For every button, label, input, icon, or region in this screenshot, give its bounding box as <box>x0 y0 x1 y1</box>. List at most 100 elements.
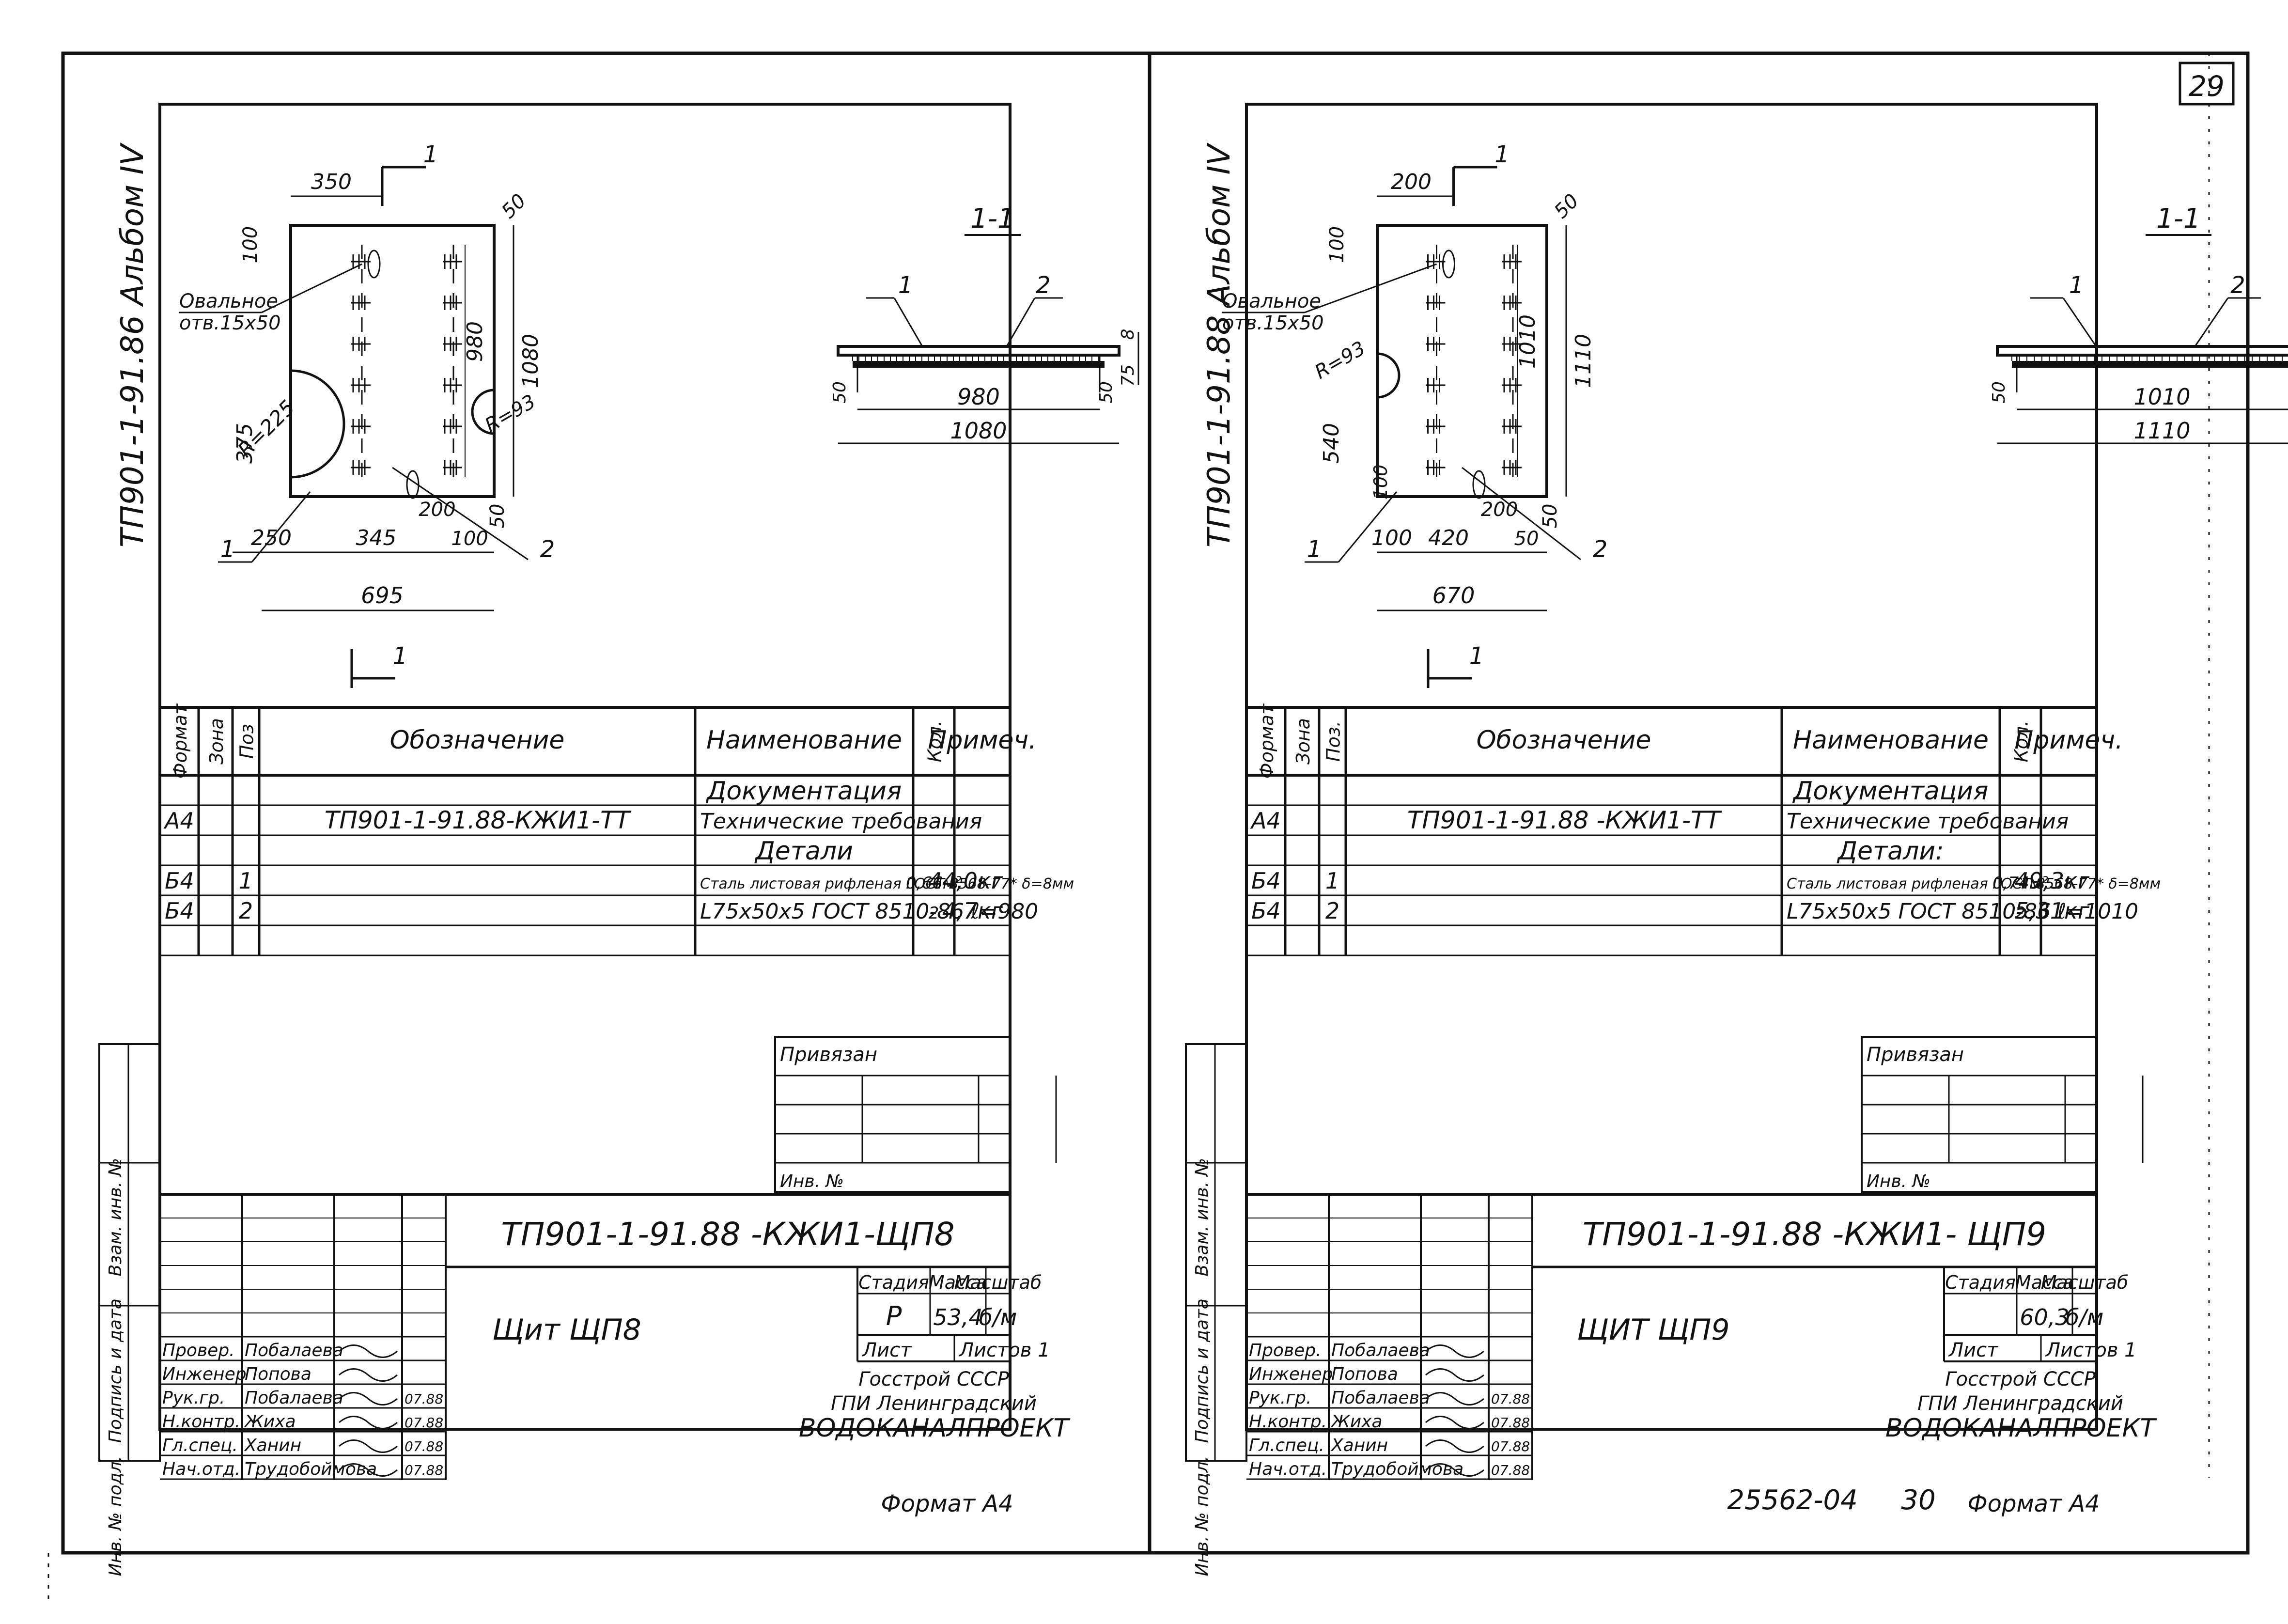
staff-date: 07.88 <box>405 1391 443 1407</box>
spec-header-2: Поз. <box>1323 721 1344 762</box>
spec-header-3: Обозначение <box>1477 726 1651 755</box>
sec-pos-2: 2 <box>2230 272 2245 299</box>
sec-thick: 8 <box>1118 329 1138 340</box>
dim-top-offset: 100 <box>239 226 262 263</box>
staff-name: Ханин <box>244 1436 301 1455</box>
staff-role: Гл.спец. <box>1249 1436 1324 1455</box>
spec-row-format: Б4 <box>1251 898 1281 924</box>
dim-top-width: 350 <box>311 170 352 194</box>
staff-role: Н.контр. <box>162 1412 240 1432</box>
hole-label-2: отв.15x50 <box>1222 312 1324 334</box>
inv-label: Инв. № <box>780 1171 844 1191</box>
staff-date: 07.88 <box>1491 1462 1530 1478</box>
dim-bottom-200: 200 <box>419 499 455 521</box>
org-line-1: Госстрой СССР <box>1945 1368 2096 1390</box>
staff-role: Рук.гр. <box>162 1388 225 1408</box>
privyazan-label: Привязан <box>1867 1044 1964 1066</box>
mass-label: Масса <box>929 1272 987 1293</box>
staff-name: Попова <box>1331 1364 1398 1384</box>
inv-label: Инв. № <box>1867 1171 1930 1191</box>
spec-row-name: Технические требования <box>700 809 982 834</box>
spec-row-format: А4 <box>1250 808 1281 834</box>
spec-row-pos: 1 <box>239 868 253 894</box>
spec-row-note: 5,31кг <box>2015 898 2090 924</box>
staff-name: Побалаева <box>1331 1341 1430 1360</box>
spec-row-designation: ТП901-1-91.88-КЖИ1-ТТ <box>325 806 632 834</box>
hole-label-1: Овальное <box>179 290 278 312</box>
scale-value: б/м <box>2066 1304 2104 1330</box>
staff-date: 07.88 <box>1491 1415 1530 1431</box>
staff-date: 07.88 <box>405 1438 443 1454</box>
spec-row-designation: ТП901-1-91.88 -КЖИ1-ТТ <box>1407 806 1722 834</box>
album-label: ТП901-1-91.88 Альбом IV <box>1201 142 1237 547</box>
spec-row-name: L75x50x5 ГОСТ 8510-86 ℓ=1010 <box>1787 899 2138 924</box>
sheet-name: Щит ЩП8 <box>492 1313 641 1347</box>
dim-left-low: 375 <box>233 423 257 464</box>
sheets-label: Листов 1 <box>2045 1339 2137 1361</box>
mass-label: Масса <box>2015 1272 2074 1293</box>
side-label-inv: Инв. № подл. <box>106 1456 125 1576</box>
sec-length-inner: 980 <box>957 384 1000 410</box>
spec-header-4: Наименование <box>1793 726 1989 755</box>
staff-role: Н.контр. <box>1249 1412 1327 1432</box>
sheet-name: ЩИТ ЩП9 <box>1577 1313 1729 1347</box>
sec-pos-2: 2 <box>1036 272 1051 299</box>
dim-inner-height: 980 <box>463 321 487 362</box>
staff-role: Гл.спец. <box>162 1436 238 1455</box>
dim-seg2: 420 <box>1428 526 1469 550</box>
format-label: Формат А4 <box>1967 1490 2100 1517</box>
spec-row-pos: 2 <box>239 898 253 924</box>
dim-left-low: 540 <box>1319 423 1344 464</box>
spec-row-name: Сталь листовая рифленая ГОСТ 8568-77* δ=… <box>1787 875 2161 892</box>
spec-row-name: L75x50x5 ГОСТ 8510-86 ℓ=980 <box>700 899 1038 924</box>
org-line-1: Госстрой СССР <box>858 1368 1009 1390</box>
org-line-2: ГПИ Ленинградский <box>831 1392 1037 1415</box>
staff-role: Инженер <box>1249 1364 1333 1384</box>
dim-bottom-200: 200 <box>1481 499 1518 521</box>
staff-name: Попова <box>245 1364 311 1384</box>
sec-length-inner: 1010 <box>2133 384 2190 410</box>
sec-height: 75 <box>1118 364 1138 387</box>
spec-header-0: Формат <box>170 703 191 779</box>
title-code: ТП901-1-91.88 -КЖИ1-ЩП8 <box>501 1216 954 1253</box>
spec-header-5: Кол. <box>2011 720 2032 763</box>
section-title: 1-1 <box>970 203 1014 234</box>
spec-header-2: Поз <box>236 724 258 759</box>
sec-end1: 50 <box>1989 381 2009 404</box>
page-number: 29 <box>2189 70 2225 103</box>
staff-date: 07.88 <box>1491 1391 1530 1407</box>
pos-mark-2: 2 <box>1593 536 1608 563</box>
spec-row-format: А4 <box>163 808 194 834</box>
staff-name: Побалаева <box>245 1388 343 1408</box>
side-label-sub: Взам. инв. № <box>1192 1158 1212 1276</box>
pos-mark-2: 2 <box>540 536 555 563</box>
sheets-label: Листов 1 <box>958 1339 1050 1361</box>
spec-header-6: Примеч. <box>928 726 1036 755</box>
sheet-label: Лист <box>1948 1339 1999 1361</box>
sec-length-total: 1110 <box>2133 418 2190 444</box>
dim-bottom-right: 50 <box>486 504 509 529</box>
pos-mark-1: 1 <box>220 536 235 563</box>
privyazan-label: Привязан <box>780 1044 877 1066</box>
spec-section-parts: Детали <box>754 837 853 866</box>
spec-row-pos: 1 <box>1325 868 1339 894</box>
spec-section-parts: Детали: <box>1837 837 1944 866</box>
staff-name: Жиха <box>244 1412 296 1432</box>
dim-seg2: 345 <box>356 526 396 550</box>
stage-label: Стадия <box>1945 1272 2016 1293</box>
dim-right-top: 50 <box>1550 190 1584 223</box>
dim-bottom-right: 50 <box>1539 504 1561 529</box>
section-title: 1-1 <box>2156 203 2200 234</box>
dim-top-offset: 100 <box>1326 226 1348 263</box>
sec-length-total: 1080 <box>950 418 1007 444</box>
sec-end1: 50 <box>830 381 850 404</box>
spec-row-name: Технические требования <box>1787 809 2069 834</box>
bottom-number: 30 <box>1901 1484 1935 1516</box>
staff-role: Нач.отд. <box>162 1459 240 1479</box>
dim-right-top: 50 <box>498 190 531 223</box>
staff-name: Побалаева <box>245 1341 343 1360</box>
spec-row-qty: 0,66м² <box>906 874 962 893</box>
spec-row-qty: 2 <box>929 904 939 923</box>
spec-header-4: Наименование <box>706 726 902 755</box>
